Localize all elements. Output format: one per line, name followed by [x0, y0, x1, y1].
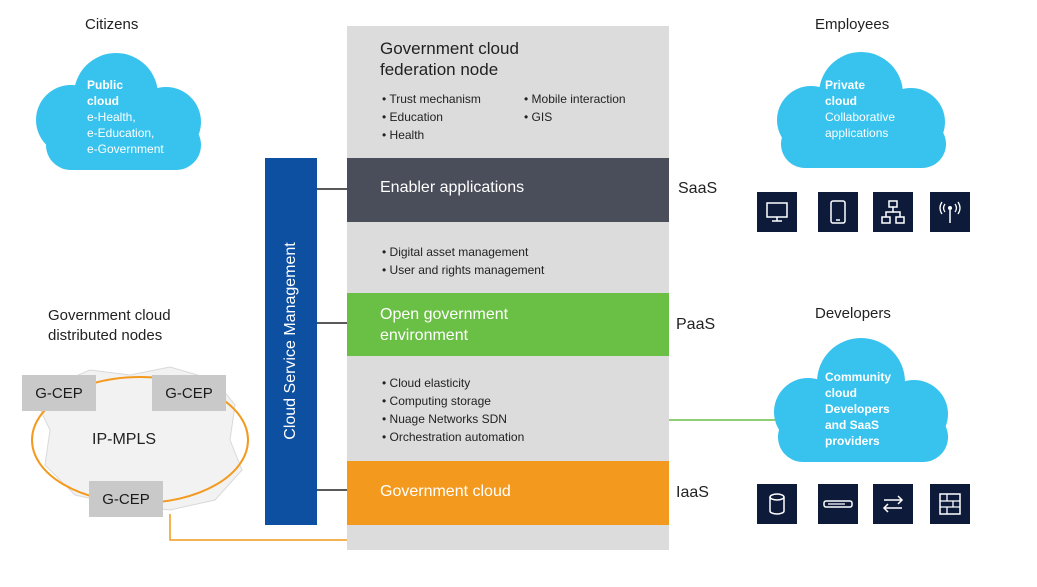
federation-title-line: federation node — [380, 60, 499, 79]
enabler-bullet: User and rights management — [382, 261, 545, 279]
cloud-service-management-bar: Cloud Service Management — [265, 158, 317, 525]
paas-label: PaaS — [676, 316, 716, 333]
firewall-icon — [930, 484, 970, 524]
tablet-icon — [818, 192, 858, 232]
federation-bullet: Mobile interaction — [524, 90, 626, 108]
distributed-nodes-label-line: Government cloud — [48, 307, 171, 324]
private-cloud-item: applications — [825, 126, 889, 140]
server-icon — [818, 484, 858, 524]
open-government-label-line: Open government — [380, 306, 509, 323]
federation-bullet: GIS — [524, 108, 626, 126]
federation-title: Government cloud federation node — [380, 38, 519, 80]
private-cloud-title: Private cloud — [825, 78, 866, 108]
network-hierarchy-icon — [873, 192, 913, 232]
community-cloud-text: Community cloud Developers and SaaS prov… — [825, 369, 905, 449]
private-cloud-shape — [777, 52, 946, 168]
community-cloud-item: Developers — [825, 402, 890, 416]
saas-label: SaaS — [678, 180, 718, 197]
federation-bullet: Health — [382, 126, 481, 144]
enabler-bullets: Digital asset management User and rights… — [382, 243, 545, 279]
open-government-label: Open government environment — [380, 304, 508, 346]
community-cloud-item: providers — [825, 434, 880, 448]
open-government-band: Open government environment — [347, 293, 669, 356]
exchange-arrows-icon — [873, 484, 913, 524]
iaas-label: IaaS — [676, 484, 709, 501]
distributed-nodes-label: Government cloud distributed nodes — [48, 306, 171, 346]
gcep-node: G-CEP — [89, 481, 163, 517]
public-cloud-item: e-Government — [87, 142, 164, 156]
public-cloud-text: Public cloud e-Health, e-Education, e-Go… — [87, 77, 164, 157]
monitor-icon — [757, 192, 797, 232]
gcep-node: G-CEP — [152, 375, 226, 411]
government-cloud-band: Government cloud — [347, 461, 669, 525]
private-cloud-text: Private cloud Collaborative applications — [825, 77, 895, 141]
federation-bullets-right: Mobile interaction GIS — [524, 90, 626, 126]
community-cloud-item: and SaaS — [825, 418, 880, 432]
open-government-label-line: environment — [380, 327, 469, 344]
enabler-applications-label: Enabler applications — [380, 179, 525, 196]
open-government-bullet: Cloud elasticity — [382, 374, 524, 392]
enabler-bullet: Digital asset management — [382, 243, 544, 261]
federation-bullet: Education — [382, 108, 481, 126]
open-government-bullet: Nuage Networks SDN — [382, 410, 524, 428]
federation-bullets-left: Trust mechanism Education Health — [382, 90, 481, 144]
open-government-bullets: Cloud elasticity Computing storage Nuage… — [382, 374, 525, 446]
federation-title-line: Government cloud — [380, 39, 519, 58]
federation-bullet: Trust mechanism — [382, 90, 481, 108]
open-government-bullet: Computing storage — [382, 392, 524, 410]
private-cloud-item: Collaborative — [825, 110, 896, 124]
public-cloud-item: e-Education, — [87, 126, 155, 140]
community-cloud-title: Community cloud — [825, 370, 891, 400]
distributed-nodes-label-line: distributed nodes — [48, 327, 163, 344]
employees-label: Employees — [815, 16, 890, 33]
open-government-bullet: Orchestration automation — [382, 428, 525, 446]
public-cloud-item: e-Health, — [87, 110, 136, 124]
cloud-service-management-label: Cloud Service Management — [282, 242, 299, 440]
government-cloud-label: Government cloud — [380, 483, 511, 500]
wireless-antenna-icon — [930, 192, 970, 232]
ip-mpls-label: IP-MPLS — [92, 431, 157, 448]
database-icon — [757, 484, 797, 524]
developers-label: Developers — [815, 305, 891, 322]
public-cloud-title: Public cloud — [87, 78, 124, 108]
citizens-label: Citizens — [85, 16, 139, 33]
public-cloud-shape — [36, 53, 201, 170]
enabler-applications-band: Enabler applications — [347, 158, 669, 222]
community-cloud-shape — [774, 338, 948, 462]
gcep-node: G-CEP — [22, 375, 96, 411]
